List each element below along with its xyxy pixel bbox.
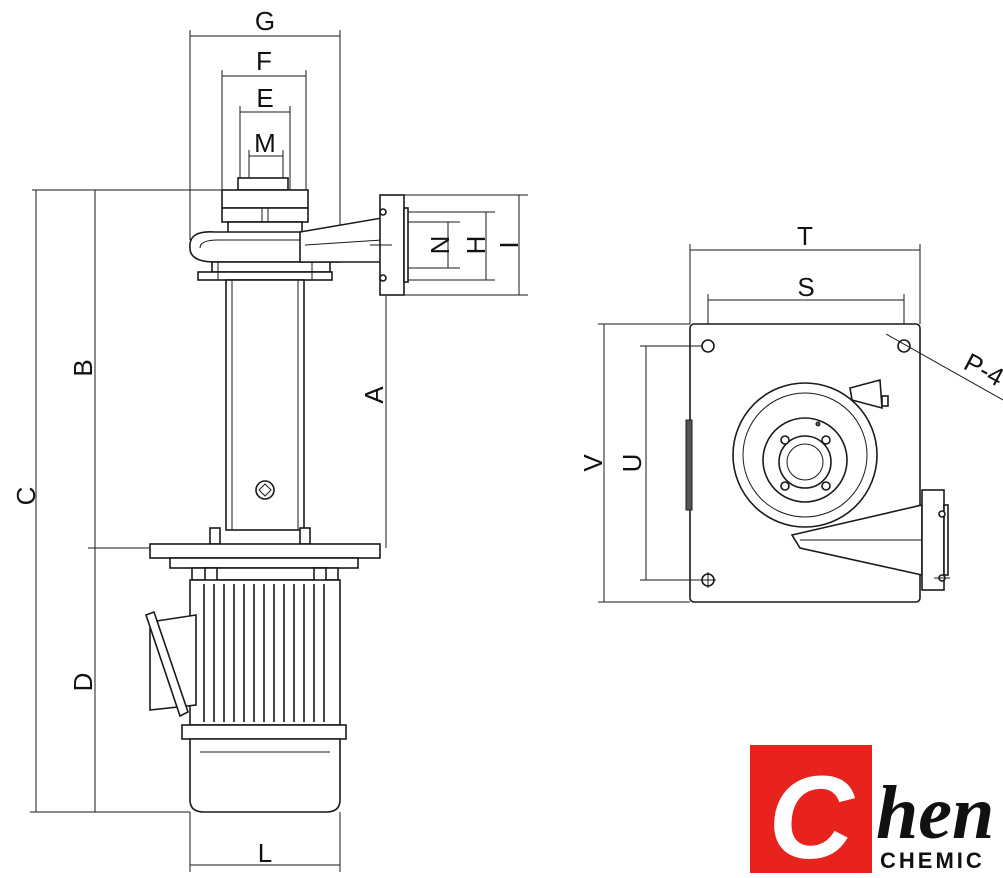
label-h: H — [461, 236, 491, 255]
label-a: A — [359, 386, 389, 404]
dimension-i: I — [404, 194, 528, 296]
label-m: M — [254, 128, 276, 158]
motor — [144, 579, 347, 813]
dimension-n: N — [408, 221, 460, 269]
label-g: G — [255, 6, 275, 36]
label-t: T — [797, 221, 813, 251]
dimension-t: T — [689, 221, 921, 324]
logo-red-block — [750, 745, 872, 873]
dimension-c: C — [11, 189, 190, 813]
volute-top — [732, 378, 950, 591]
mount-hole — [701, 339, 715, 353]
dimension-b: B — [68, 189, 222, 549]
dimension-m: M — [248, 128, 284, 190]
side-view: G F E M — [11, 6, 528, 872]
mounting-plate — [149, 543, 381, 583]
label-c: C — [11, 487, 41, 506]
discharge-outlet — [299, 194, 409, 296]
label-u: U — [617, 454, 647, 473]
dimension-g: G — [189, 6, 341, 240]
label-s: S — [797, 272, 814, 302]
dimension-d: D — [68, 548, 98, 812]
dimension-e: E — [239, 83, 291, 190]
label-i: I — [494, 241, 524, 248]
logo-word: hen — [876, 771, 994, 855]
dimension-h: H — [408, 211, 495, 281]
dimension-a: A — [359, 296, 389, 548]
top-view: T S V U — [578, 221, 1003, 603]
label-p4: P-4 — [959, 347, 1003, 392]
dimension-u: U — [617, 345, 702, 581]
label-v: V — [578, 454, 608, 472]
label-e: E — [256, 83, 273, 113]
logo-subword: CHEMIC — [880, 848, 985, 873]
pump-column — [209, 279, 311, 545]
dimension-v: V — [578, 323, 690, 603]
dimension-l: L — [189, 812, 341, 872]
plate-edge-mark — [685, 419, 693, 511]
dimension-f: F — [221, 46, 307, 190]
chen-logo: C hen CHEMIC — [750, 745, 994, 878]
label-n: N — [425, 236, 455, 255]
logo-letter: C — [768, 752, 855, 873]
motor-fins — [203, 584, 325, 722]
label-b: B — [68, 359, 98, 376]
label-f: F — [256, 46, 272, 76]
label-d: D — [68, 673, 98, 692]
label-l: L — [258, 838, 272, 868]
